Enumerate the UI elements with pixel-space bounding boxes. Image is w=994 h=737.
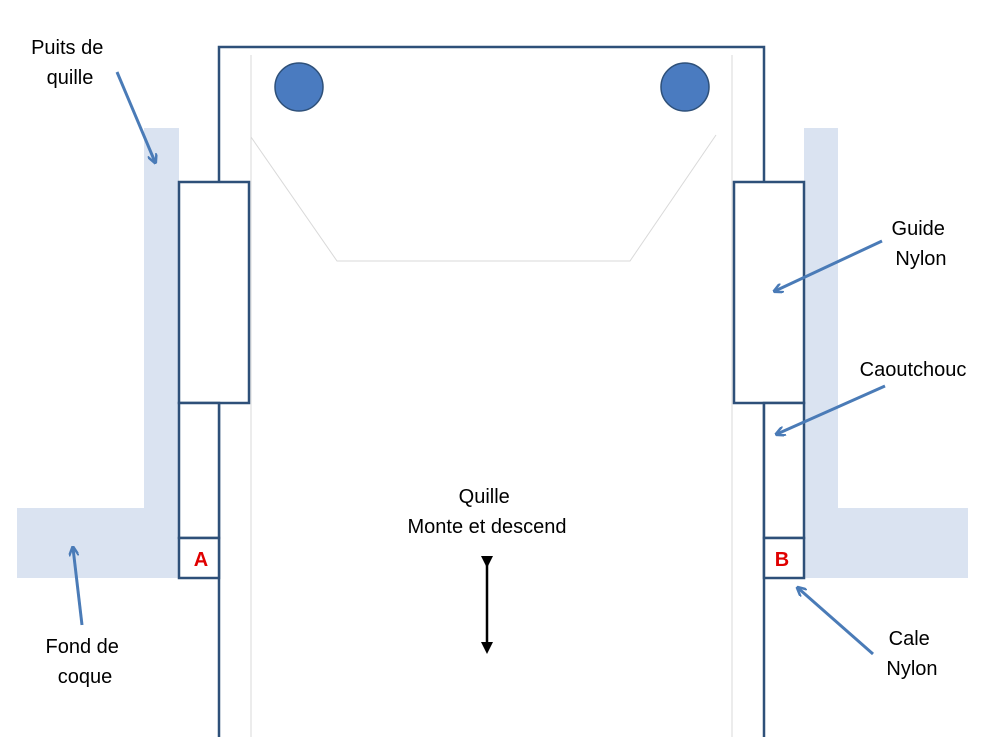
keel-trapezoid [250,134,717,262]
marker-a: A [194,549,208,571]
bolt-right [660,62,710,112]
label-caoutchouc: Caoutchouc [860,359,967,381]
arrow-guide-nylon [775,239,883,291]
hull-right [804,128,968,578]
cale-nylon-right [762,536,806,580]
arrow-caoutchouc [777,384,886,434]
hull-left [17,128,179,578]
caoutchouc-left [177,401,221,540]
label-fond-de-coque: Fond de coque [46,636,125,688]
arrow-fond-de-coque [73,548,84,626]
arrow-cale-nylon [798,588,874,656]
marker-b: B [775,549,789,571]
label-cale-nylon: Cale Nylon [886,628,937,680]
label-quille: Quille Monte et descend [408,486,567,538]
label-puits-de-quille: Puits de quille [31,37,109,89]
keel [217,45,766,737]
cale-nylon-left [177,536,221,580]
label-guide-nylon: Guide Nylon [892,218,951,270]
bolt-left [274,62,324,112]
guide-nylon-right [732,180,806,405]
arrow-puits-de-quille [115,71,155,162]
guide-nylon-left [177,180,251,405]
